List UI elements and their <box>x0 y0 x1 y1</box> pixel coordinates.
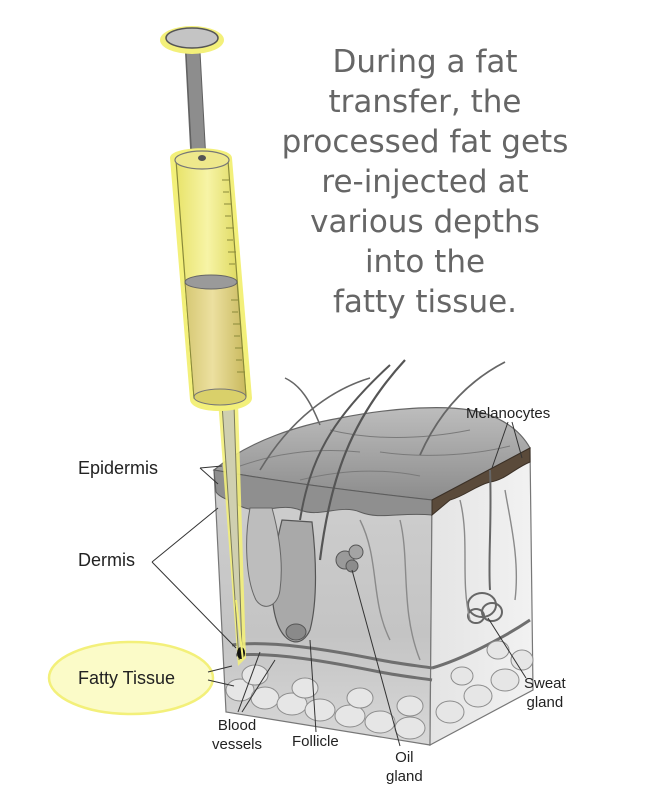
caption-line: fatty tissue. <box>255 282 595 322</box>
caption-line: transfer, the <box>255 82 595 122</box>
syringe-fat-contents <box>185 282 246 398</box>
label-oil-gland-line: gland <box>386 767 423 786</box>
label-blood-vessels-line: Blood <box>212 716 262 735</box>
label-blood-vessels: Blood vessels <box>212 716 262 754</box>
label-epidermis: Epidermis <box>78 458 158 479</box>
label-sweat-gland-line: Sweat <box>524 674 566 693</box>
syringe-icon <box>160 26 252 666</box>
caption-text: During a fat transfer, the processed fat… <box>255 42 595 322</box>
label-sweat-gland: Sweat gland <box>524 674 566 712</box>
caption-line: various depths <box>255 202 595 242</box>
label-sweat-gland-line: gland <box>524 693 566 712</box>
label-blood-vessels-line: vessels <box>212 735 262 754</box>
label-fatty-tissue: Fatty Tissue <box>78 668 175 689</box>
label-oil-gland-line: Oil <box>386 748 423 767</box>
label-dermis: Dermis <box>78 550 135 571</box>
label-oil-gland: Oil gland <box>386 748 423 786</box>
label-follicle: Follicle <box>292 732 339 751</box>
label-melanocytes: Melanocytes <box>466 404 550 423</box>
plunger-cap <box>166 28 218 48</box>
caption-line: re-injected at <box>255 162 595 202</box>
caption-line: processed fat gets <box>255 122 595 162</box>
caption-line: During a fat <box>255 42 595 82</box>
caption-line: into the <box>255 242 595 282</box>
